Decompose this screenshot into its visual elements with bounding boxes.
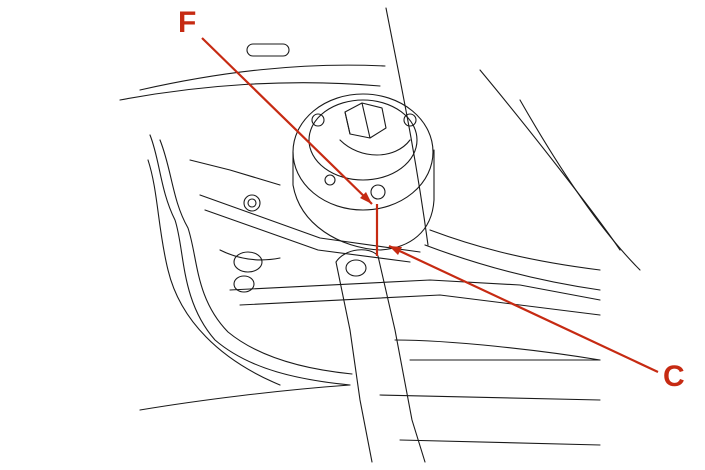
callout-leaders [201,37,659,373]
pry-bar [335,249,426,463]
panel-edge [139,64,386,91]
bolt [243,194,261,212]
housing-contour [149,134,351,386]
arrowhead-c [389,246,402,255]
leader-line-c [388,245,659,373]
callout-arrowheads [360,192,402,255]
panel-edge [385,7,429,246]
callout-label-c: C [663,360,685,393]
leader-line-f [201,37,373,205]
bracket-edge [204,209,411,263]
bracket-edge [199,194,421,253]
callout-label-f: F [178,6,197,39]
frame-edge [229,279,601,301]
arrowhead-f [360,192,372,204]
panel-edge [119,82,381,101]
oblong-slot [246,43,290,57]
panel-edge [519,99,641,271]
strut-mount [292,93,435,251]
line-art [119,7,641,463]
